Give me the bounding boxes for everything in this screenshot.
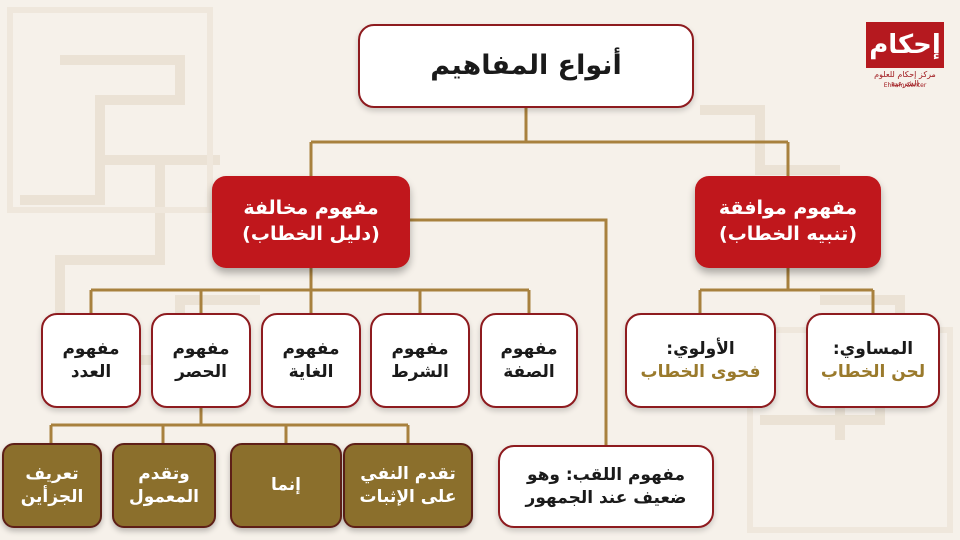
hasr-box: مفهوم الحصر (151, 313, 251, 408)
ghaya-line1: مفهوم (282, 338, 340, 359)
mukhalafa-line2: (دليل الخطاب) (242, 223, 380, 245)
tarif-line1: تعريف (25, 463, 79, 484)
adad-line2: العدد (70, 361, 112, 382)
laqab-line2: ضعيف عند الجمهور (525, 487, 687, 508)
nafy-line1: تقدم النفي (360, 463, 456, 484)
tarif-line2: الجزأين (20, 486, 84, 507)
awlawi-box: الأولوي: فحوى الخطاب (625, 313, 776, 408)
laqab-line1: مفهوم اللقب: وهو (526, 464, 686, 485)
shart-line1: مفهوم (391, 338, 449, 359)
laqab-box: مفهوم اللقب: وهو ضعيف عند الجمهور (498, 445, 714, 528)
adad-line1: مفهوم (62, 338, 120, 359)
page-title: أنواع المفاهيم (430, 49, 622, 81)
musawi-line2: لحن الخطاب (820, 361, 926, 382)
logo-mark: إحكام (866, 22, 944, 68)
sifa-line1: مفهوم (500, 338, 558, 359)
logo: إحكام مركز إحكام للعلوم الشرعية Ehkam Ce… (866, 22, 944, 94)
mukhalafa-box: مفهوم مخالفة (دليل الخطاب) (212, 176, 410, 268)
connector-laqab (408, 218, 608, 445)
ghaya-box: مفهوم الغاية (261, 313, 361, 408)
taqaddum-mamul-line2: المعمول (129, 486, 200, 507)
muwafaqa-box: مفهوم موافقة (تنبيه الخطاب) (695, 176, 881, 268)
logo-tagline: Ehkam Center (883, 82, 927, 89)
ghaya-line2: الغاية (288, 361, 334, 382)
innama-line1: إنما (271, 475, 301, 496)
adad-box: مفهوم العدد (41, 313, 141, 408)
taqaddum-mamul-line1: وتقدم (138, 463, 190, 484)
taqaddum-mamul-box: وتقدم المعمول (112, 443, 216, 528)
shart-box: مفهوم الشرط (370, 313, 470, 408)
muwafaqa-line2: (تنبيه الخطاب) (719, 223, 857, 245)
mukhalafa-line1: مفهوم مخالفة (243, 197, 379, 220)
musawi-box: المساوي: لحن الخطاب (806, 313, 940, 408)
innama-box: إنما (230, 443, 342, 528)
shart-line2: الشرط (391, 361, 449, 382)
sifa-line2: الصفة (503, 361, 555, 382)
muwafaqa-line1: مفهوم موافقة (718, 197, 858, 220)
hasr-line2: الحصر (175, 361, 227, 382)
awlawi-line2: فحوى الخطاب (640, 361, 761, 382)
tarif-box: تعريف الجزأين (2, 443, 102, 528)
musawi-line1: المساوي: (832, 338, 914, 359)
nafy-line2: على الإثبات (359, 486, 457, 507)
title-box: أنواع المفاهيم (358, 24, 694, 108)
logo-subtitle: مركز إحكام للعلوم الشرعية (874, 70, 936, 88)
awlawi-line1: الأولوي: (666, 338, 735, 359)
nafy-box: تقدم النفي على الإثبات (343, 443, 473, 528)
hasr-line1: مفهوم (172, 338, 230, 359)
sifa-box: مفهوم الصفة (480, 313, 578, 408)
